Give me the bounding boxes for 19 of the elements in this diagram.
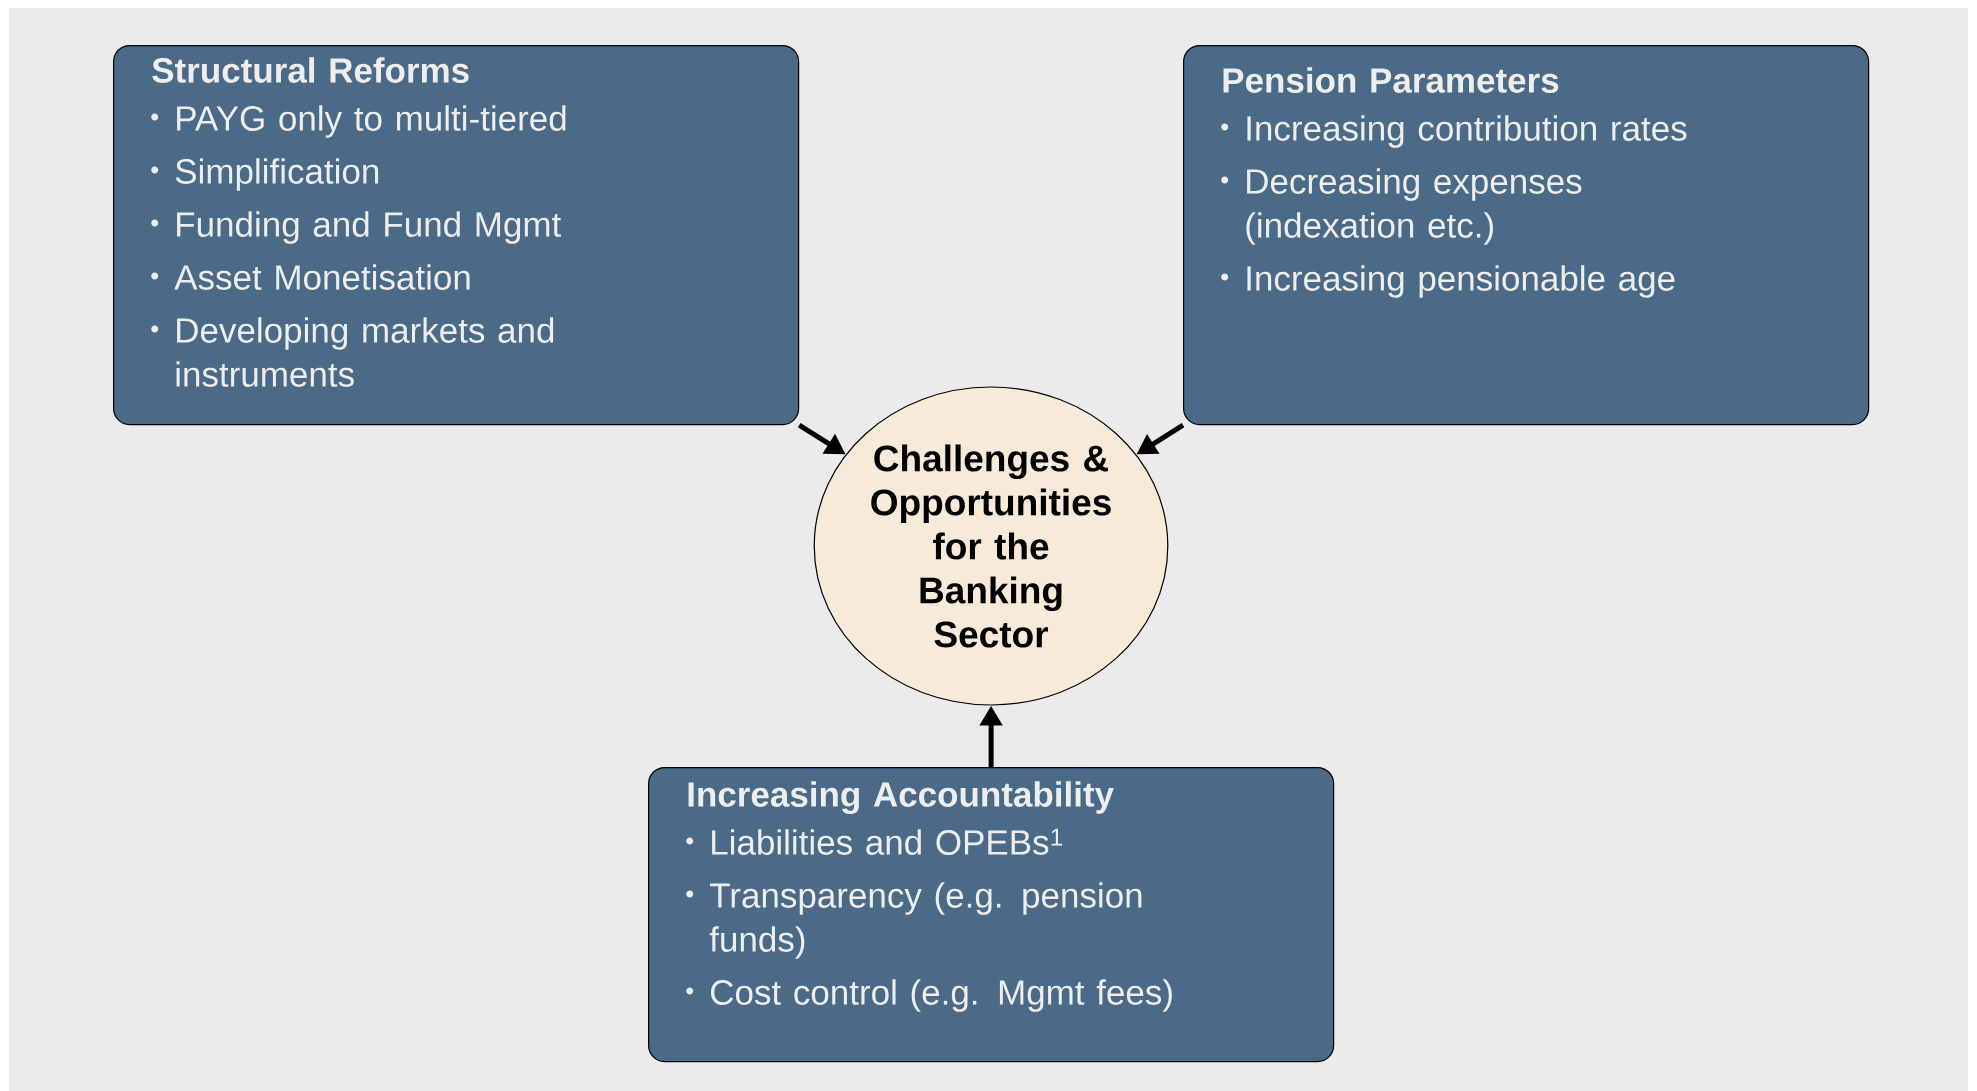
bullet-item: Increasing pensionable age [1247, 265, 1675, 298]
bullet-item: Decreasing expenses (indexation etc.) [1246, 168, 1582, 245]
bullet-item: Transparency (e.g. pension funds) [709, 882, 1142, 959]
text-box [648, 767, 1335, 1063]
box-heading: Structural Reforms [152, 57, 469, 83]
text-box [113, 45, 800, 426]
bullet-item: Simplification [175, 158, 379, 191]
bullet-item: PAYG only to multi-tiered [177, 105, 566, 138]
bullet-item: Cost control (e.g. Mgmt fees) [711, 979, 1172, 1012]
box-heading: Increasing Accountability [688, 781, 1114, 814]
circle-label: Challenges & Opportunities for the Banking Sector [871, 444, 1111, 648]
center-ellipse [813, 386, 1169, 706]
text-box [1183, 45, 1870, 426]
bullet-item: Developing markets and instruments [176, 317, 554, 387]
box-heading: Pension Parameters [1223, 67, 1559, 93]
bullet-item: Increasing contribution rates [1247, 115, 1687, 148]
bullet-item: Funding and Fund Mgmt [177, 211, 561, 244]
bullet-item: Liabilities and OPEBs$^{1}$ [712, 828, 1063, 855]
bullet-item: Asset Monetisation [174, 264, 470, 290]
